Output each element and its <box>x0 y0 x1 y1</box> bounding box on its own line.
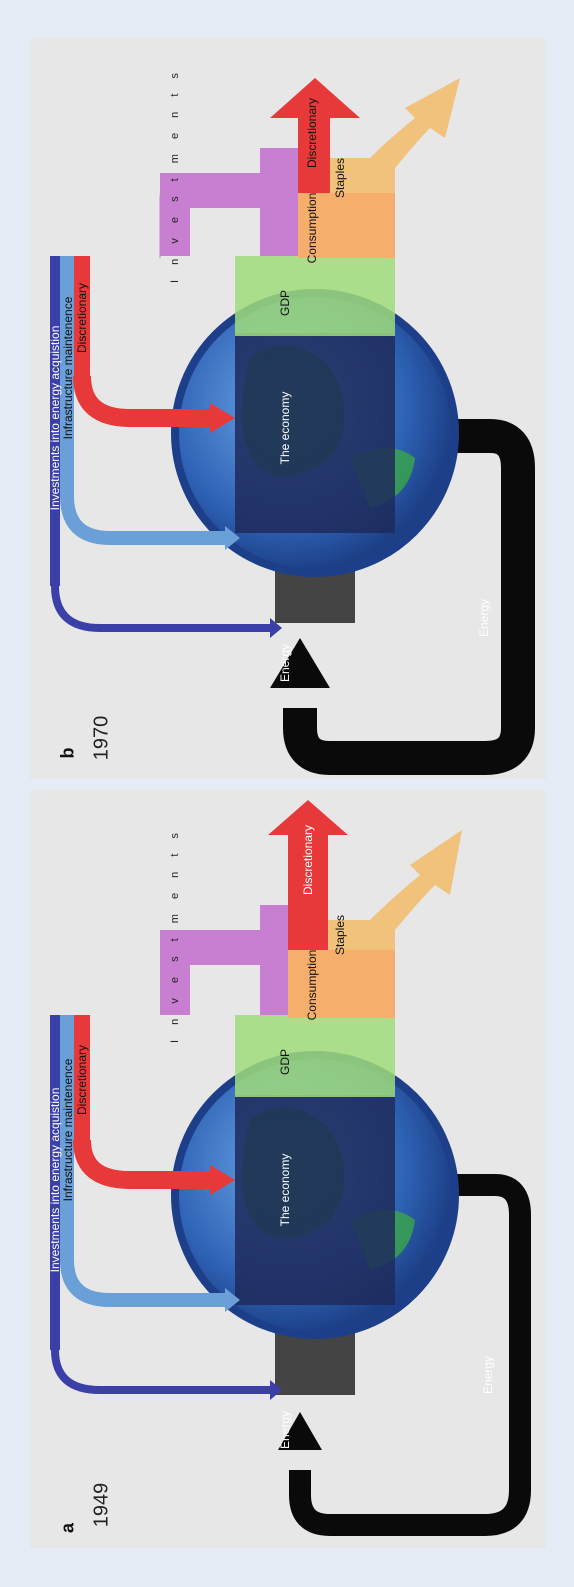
energy-in-label: Energy <box>278 643 292 683</box>
staples-arrow <box>328 830 462 950</box>
panel-b-diagram <box>50 78 535 775</box>
energy-in-label: Energy <box>278 1410 292 1450</box>
consumption-block <box>298 193 395 258</box>
staples-label: Staples <box>333 157 347 199</box>
staples-label: Staples <box>333 914 347 956</box>
infrastructure-band <box>60 256 74 496</box>
gdp-band <box>235 1015 395 1097</box>
discretionary-invest-band <box>74 1015 90 1140</box>
infrastructure-label: Infrastructure maintenence <box>61 1058 75 1202</box>
energy-loop-arrow <box>289 1174 531 1536</box>
investment-energy-band <box>50 256 60 586</box>
energy-input-arrowhead <box>278 1412 322 1450</box>
investment-energy-band <box>50 1015 60 1350</box>
investments-vertical-label: I n v e s t m e n t s <box>169 67 181 283</box>
consumption-block <box>288 950 395 1018</box>
discretionary-out-label: Discretionary <box>301 824 315 896</box>
economy-box <box>235 1095 395 1305</box>
infrastructure-label: Infrastructure maintenence <box>61 296 75 440</box>
investments-energy-label: Investments into energy acquistion <box>48 325 62 511</box>
discretionary-out-arrow <box>268 800 348 890</box>
energy-loop-label: Energy <box>481 1355 495 1395</box>
panel-a-diagram <box>50 800 531 1536</box>
panel-year: 1949 <box>90 1482 113 1528</box>
panel-letter: a <box>57 1522 78 1534</box>
investments-energy-label: Investments into energy acquistion <box>48 1087 62 1273</box>
gdp-label: GDP <box>278 1048 292 1076</box>
economy-label: The economy <box>278 391 292 465</box>
consumption-label: Consumption <box>305 192 319 264</box>
staples-arrow <box>330 78 460 193</box>
discretionary-invest-label: Discretionary <box>75 282 89 354</box>
economy-label: The economy <box>278 1153 292 1227</box>
gdp-band <box>235 256 395 336</box>
panel-a: a 1949 Investments into energy acquistio… <box>30 790 546 1548</box>
consumption-label: Consumption <box>305 949 319 1021</box>
gdp-label: GDP <box>278 289 292 317</box>
discretionary-invest-label: Discretionary <box>75 1044 89 1116</box>
panel-year: 1970 <box>90 715 113 761</box>
discretionary-out-label: Discretionary <box>305 97 319 169</box>
energy-loop-label: Energy <box>477 598 491 638</box>
economy-box <box>235 333 395 533</box>
discretionary-invest-band <box>74 256 90 376</box>
investments-vertical-label: I n v e s t m e n t s <box>169 827 181 1043</box>
energy-loop-arrow <box>283 419 535 775</box>
panel-b: b 1970 Investments into energy acquistio… <box>30 38 546 779</box>
discretionary-out-arrow <box>270 78 360 193</box>
infrastructure-band <box>60 1015 74 1260</box>
energy-input-arrowhead <box>270 638 330 688</box>
panel-letter: b <box>57 747 78 759</box>
